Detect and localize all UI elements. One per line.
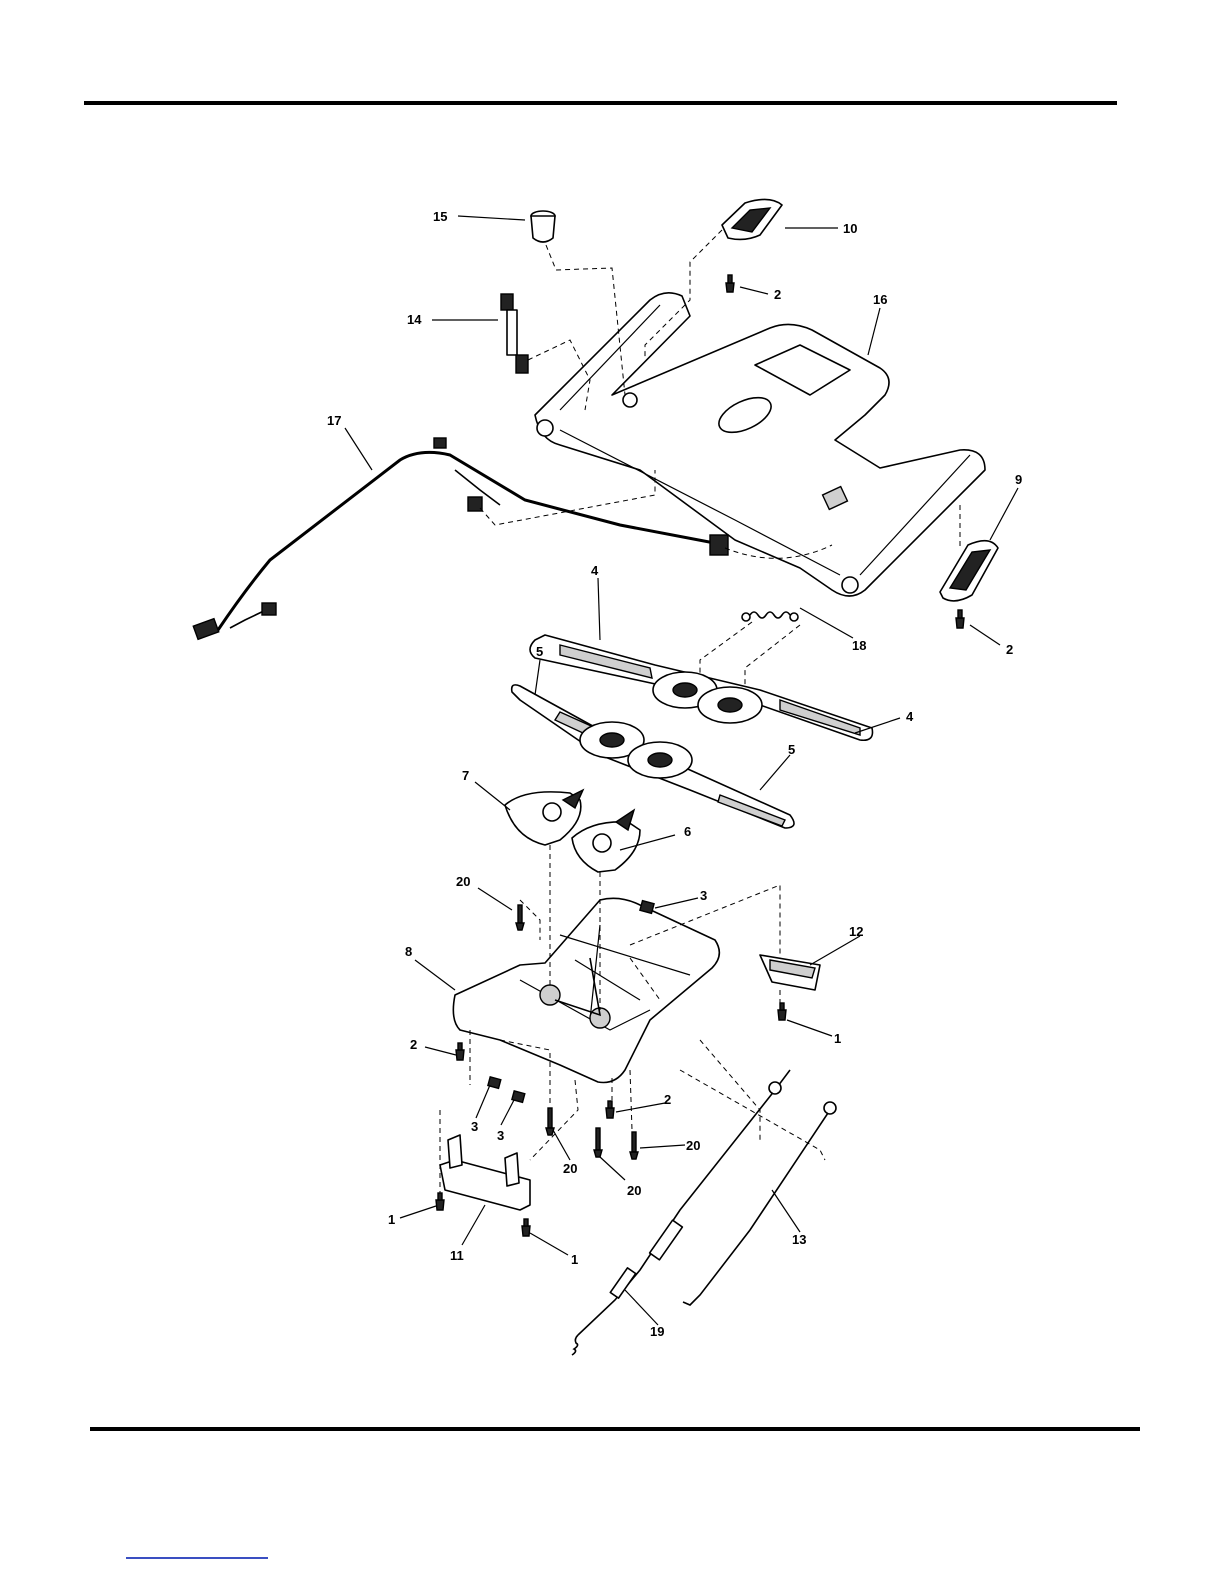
spring-part-18 [700,612,800,690]
callout-20: 20 [456,874,470,889]
callout-9: 9 [1015,472,1022,487]
callout-14: 14 [407,312,422,327]
screw-part-20-low-left [594,1128,602,1157]
callout-20: 20 [686,1138,700,1153]
screw-part-2-top [726,275,734,292]
screw-part-20-mid [546,1108,554,1135]
screw-part-20-low-right [630,1132,638,1159]
bracket-part-11 [440,1135,530,1210]
housing-part-16 [535,293,985,596]
callout-4: 4 [906,709,914,724]
rod-part-13 [680,1070,836,1305]
callout-19: 19 [650,1324,664,1339]
callout-18: 18 [852,638,866,653]
callout-4: 4 [591,563,599,578]
callout-3: 3 [471,1119,478,1134]
callout-7: 7 [462,768,469,783]
callout-5: 5 [788,742,795,757]
base-plate-part-8 [453,845,780,1083]
callout-1: 1 [834,1031,841,1046]
callout-2: 2 [1006,642,1013,657]
callout-17: 17 [327,413,341,428]
screw-part-1-bottom [522,1219,530,1236]
callout-11: 11 [450,1248,464,1263]
screw-part-1-right [778,1003,786,1020]
callout-20: 20 [627,1183,641,1198]
clip-part-12 [760,955,820,1008]
callout-5: 5 [536,644,543,659]
screw-part-20-top [516,905,524,930]
screw-part-2-left [456,1043,464,1060]
nut-part-3-top [640,901,654,914]
callout-20: 20 [563,1161,577,1176]
callout-2: 2 [664,1092,671,1107]
callout-8: 8 [405,944,412,959]
callout-15: 15 [433,209,447,224]
callout-3: 3 [497,1128,504,1143]
callout-3: 3 [700,888,707,903]
cam-part-7 [505,790,583,845]
screw-part-2-mid [606,1101,614,1118]
callout-2: 2 [410,1037,417,1052]
grip-pad-part-9 [940,505,998,601]
cable-part-19 [572,1040,790,1355]
callout-16: 16 [873,292,887,307]
callout-13: 13 [792,1232,806,1247]
callout-6: 6 [684,824,691,839]
callout-2: 2 [774,287,781,302]
screw-part-1-left [436,1193,444,1210]
callout-12: 12 [849,924,863,939]
screw-part-2-right [956,610,964,628]
callout-1: 1 [571,1252,578,1267]
callout-1: 1 [388,1212,395,1227]
cam-part-6 [572,810,640,872]
callout-10: 10 [843,221,857,236]
